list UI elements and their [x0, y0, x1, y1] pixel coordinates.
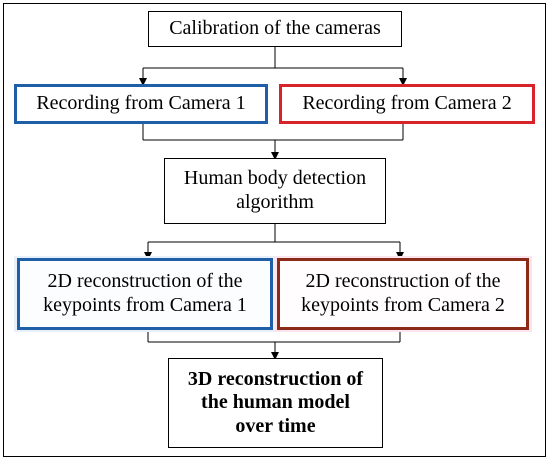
recon3d-label-line1: 3D reconstruction of — [187, 367, 364, 390]
recon2d-cam2-label-line2: keypoints from Camera 2 — [301, 294, 505, 316]
calibration-box: Calibration of the cameras — [148, 11, 402, 47]
recording-cam1-box: Recording from Camera 1 — [14, 84, 268, 124]
recon2d-cam1-label-line2: keypoints from Camera 1 — [43, 294, 247, 316]
outer-frame — [3, 3, 546, 457]
recon3d-label-line3: over time — [235, 414, 316, 437]
recon2d-cam1-box: 2D reconstruction of the keypoints from … — [17, 258, 273, 330]
recon2d-cam1-label-line1: 2D reconstruction of the — [47, 270, 243, 293]
recording-cam2-label: Recording from Camera 2 — [302, 92, 512, 115]
recon2d-cam2-label-line1: 2D reconstruction of the — [305, 270, 501, 293]
recon3d-label-line2: the human model — [201, 391, 350, 414]
detection-label-line1: Human body detection — [183, 167, 367, 190]
recording-cam2-box: Recording from Camera 2 — [279, 84, 535, 124]
calibration-label: Calibration of the cameras — [169, 17, 381, 40]
detection-label-line2: algorithm — [236, 191, 314, 213]
detection-box: Human body detection algorithm — [164, 158, 386, 224]
recording-cam1-label: Recording from Camera 1 — [36, 92, 246, 115]
recon3d-box: 3D reconstruction of the human model ove… — [168, 358, 383, 448]
recon2d-cam2-box: 2D reconstruction of the keypoints from … — [277, 258, 529, 330]
